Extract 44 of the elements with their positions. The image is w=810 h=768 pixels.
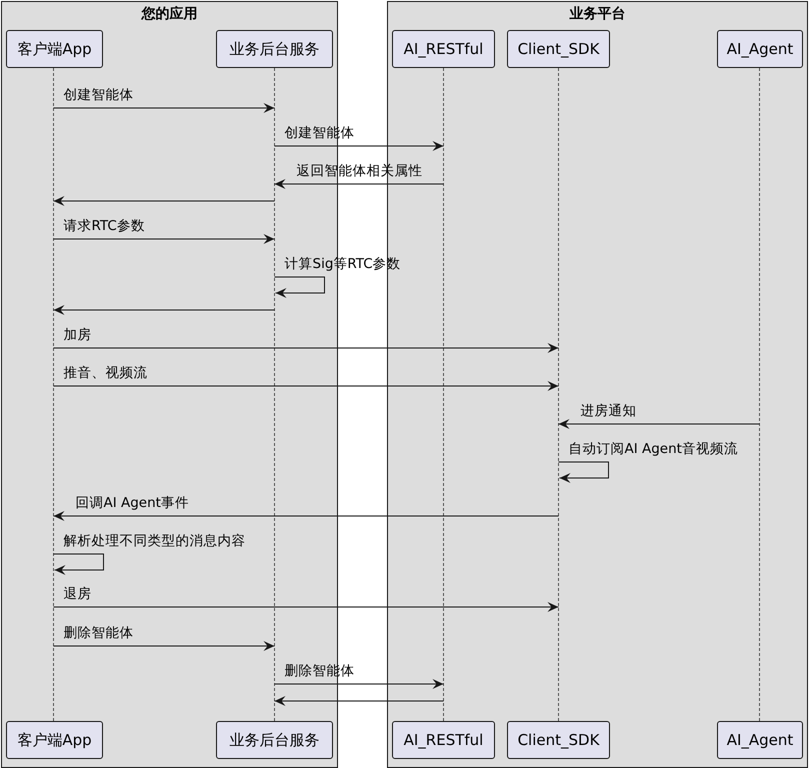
message-arrow (53, 234, 275, 244)
lifeline (443, 68, 444, 721)
message-label: 加房 (64, 327, 92, 343)
message-label: 创建智能体 (64, 87, 134, 103)
message-label: 请求RTC参数 (64, 218, 145, 234)
message-label: 推音、视频流 (64, 365, 148, 381)
message-arrow (274, 679, 444, 689)
message-arrow (53, 305, 275, 315)
group-title: 业务平台 (568, 5, 626, 23)
participant-box: AI_RESTful (392, 721, 495, 759)
lifeline (558, 68, 559, 721)
message-label: 删除智能体 (64, 625, 134, 641)
participant-box: 业务后台服务 (216, 721, 333, 759)
participant-box: Client_SDK (507, 30, 610, 68)
participant-box: AI_Agent (717, 30, 803, 68)
message-arrow (274, 141, 444, 151)
message-arrow (53, 602, 559, 612)
participant-box: AI_RESTful (392, 30, 495, 68)
message-arrow (53, 641, 275, 651)
message-arrow (274, 179, 444, 189)
message-label: 回调AI Agent事件 (76, 495, 189, 511)
participant-box: Client_SDK (507, 721, 610, 759)
participant-box: 客户端App (6, 721, 103, 759)
message-arrow (274, 696, 444, 706)
message-arrow (53, 381, 559, 391)
message-arrow (558, 419, 760, 429)
lifeline (53, 68, 54, 721)
message-arrow (53, 343, 559, 353)
message-label: 自动订阅AI Agent音视频流 (568, 441, 738, 457)
message-label: 进房通知 (580, 403, 636, 419)
participant-box: 客户端App (6, 30, 103, 68)
message-label: 解析处理不同类型的消息内容 (64, 533, 246, 549)
message-arrow (53, 196, 275, 206)
lifeline (759, 68, 760, 721)
message-arrow (53, 511, 559, 521)
message-arrow (274, 276, 325, 298)
message-arrow (53, 103, 275, 113)
participant-box: 业务后台服务 (216, 30, 333, 68)
participant-box: AI_Agent (717, 721, 803, 759)
message-label: 退房 (64, 586, 92, 602)
lifeline (274, 68, 275, 721)
group-title: 您的应用 (140, 5, 198, 23)
message-arrow (53, 554, 104, 575)
message-arrow (558, 462, 609, 483)
